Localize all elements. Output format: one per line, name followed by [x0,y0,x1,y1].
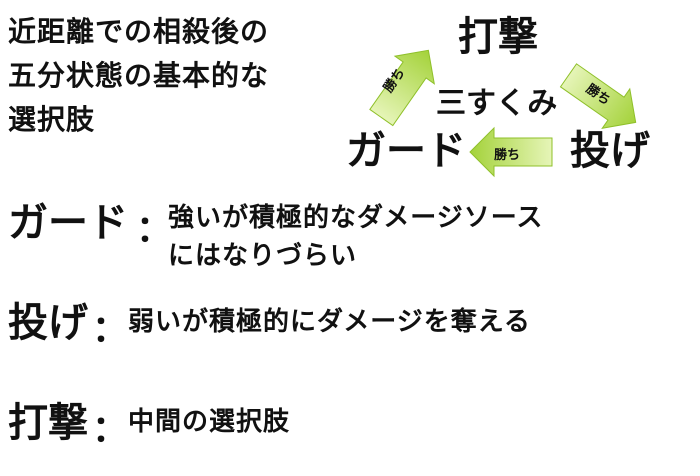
diagram-center-label: 三すくみ [436,86,558,121]
node-strike: 打撃 [458,14,538,60]
item-throw-colon: ： [92,309,129,350]
item-guard-desc-2: にはなりづらい [168,241,358,271]
arrow-throw-to-guard [469,126,553,178]
arrow-strike-to-throw [559,63,637,129]
node-guard: ガード [346,128,466,174]
heading-line-2: 五分状態の基本的な [8,59,270,92]
item-throw-desc: 弱いが積極的にダメージを奪える [128,307,531,337]
arrow-guard-to-strike [369,49,435,127]
node-throw: 投げ [570,128,650,174]
heading-line-1: 近距離での相殺後の [8,15,270,48]
item-strike-term: 打撃 [8,400,88,446]
heading-line-3: 選択肢 [8,103,96,136]
item-guard-term: ガード [8,200,128,246]
item-strike-colon: ： [92,409,129,450]
win-label-throw-guard: 勝ち [494,148,521,163]
item-guard-colon: ： [136,209,173,250]
item-strike-desc: 中間の選択肢 [128,407,291,437]
item-throw-term: 投げ [8,300,88,346]
item-guard-desc-1: 強いが積極的なダメージソース [168,203,544,233]
